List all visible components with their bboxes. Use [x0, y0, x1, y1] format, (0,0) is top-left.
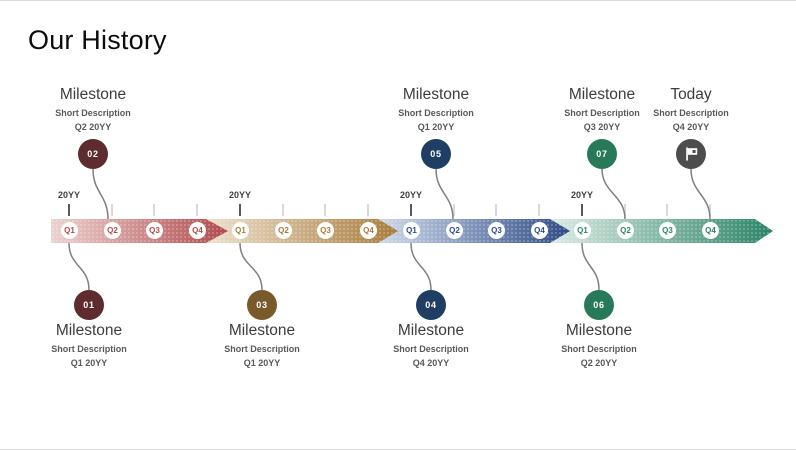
milestone-number: 01 [83, 300, 95, 310]
milestone-date[interactable]: Q1 20YY [243, 358, 281, 368]
milestone-description[interactable]: Short Description [398, 108, 474, 118]
year-label[interactable]: 20YY [570, 190, 594, 200]
quarter-tick [666, 204, 668, 216]
quarter-pill[interactable]: Q1 [574, 222, 591, 239]
quarter-pill[interactable]: Q4 [531, 222, 548, 239]
quarter-tick [324, 204, 326, 216]
milestone-date[interactable]: Q4 20YY [672, 122, 710, 132]
quarter-tick [538, 204, 540, 216]
milestone-description[interactable]: Short Description [561, 344, 637, 354]
milestone-date[interactable]: Q1 20YY [417, 122, 455, 132]
milestone-number: 05 [430, 149, 442, 159]
milestone-description[interactable]: Short Description [55, 108, 131, 118]
year-tick [68, 204, 70, 216]
quarter-tick [709, 204, 711, 216]
milestone-block-bottom-1[interactable]: Milestone Short Description Q1 20YY [14, 322, 164, 369]
connector-milestone-03 [239, 242, 263, 291]
flag-icon [686, 147, 698, 161]
quarter-tick [153, 204, 155, 216]
milestone-block-bottom-2[interactable]: Milestone Short Description Q1 20YY [187, 322, 337, 369]
milestone-circle-01[interactable]: 01 [74, 290, 104, 320]
milestone-title[interactable]: Milestone [228, 322, 296, 339]
connector-milestone-07 [601, 168, 626, 220]
quarter-pill[interactable]: Q1 [61, 222, 78, 239]
milestone-block-top-3[interactable]: Milestone Short Description Q3 20YY [527, 86, 677, 133]
connector-milestone-04 [410, 242, 432, 291]
milestone-date[interactable]: Q2 20YY [74, 122, 112, 132]
quarter-pill[interactable]: Q3 [146, 222, 163, 239]
today-circle[interactable] [676, 139, 706, 169]
milestone-description[interactable]: Short Description [51, 344, 127, 354]
milestone-block-today[interactable]: Today Short Description Q4 20YY [616, 86, 766, 133]
milestone-description[interactable]: Short Description [653, 108, 729, 118]
milestone-circle-04[interactable]: 04 [416, 290, 446, 320]
quarter-tick [111, 204, 113, 216]
milestone-date[interactable]: Q3 20YY [583, 122, 621, 132]
quarter-pill[interactable]: Q4 [360, 222, 377, 239]
milestone-number: 02 [87, 149, 99, 159]
quarter-tick [495, 204, 497, 216]
quarter-pill[interactable]: Q4 [189, 222, 206, 239]
milestone-circle-02[interactable]: 02 [78, 139, 108, 169]
quarter-pill[interactable]: Q1 [403, 222, 420, 239]
quarter-tick [624, 204, 626, 216]
milestone-block-bottom-4[interactable]: Milestone Short Description Q2 20YY [524, 322, 674, 369]
milestone-number: 07 [596, 149, 608, 159]
connector-today [690, 168, 711, 220]
milestone-number: 04 [425, 300, 437, 310]
milestone-block-top-1[interactable]: Milestone Short Description Q2 20YY [18, 86, 168, 133]
milestone-date[interactable]: Q1 20YY [70, 358, 108, 368]
milestone-description[interactable]: Short Description [393, 344, 469, 354]
year-tick [239, 204, 241, 216]
milestone-circle-05[interactable]: 05 [421, 139, 451, 169]
milestone-date[interactable]: Q4 20YY [412, 358, 450, 368]
milestone-number: 06 [593, 300, 605, 310]
year-tick [410, 204, 412, 216]
quarter-tick [367, 204, 369, 216]
quarter-pill[interactable]: Q1 [232, 222, 249, 239]
year-label[interactable]: 20YY [399, 190, 423, 200]
milestone-title[interactable]: Milestone [59, 86, 127, 103]
quarter-tick [196, 204, 198, 216]
connector-milestone-06 [581, 242, 600, 291]
connector-milestone-01 [68, 242, 90, 291]
quarter-pill[interactable]: Q2 [446, 222, 463, 239]
quarter-pill[interactable]: Q2 [617, 222, 634, 239]
milestone-title[interactable]: Milestone [55, 322, 123, 339]
year-tick [581, 204, 583, 216]
milestone-circle-06[interactable]: 06 [584, 290, 614, 320]
quarter-pill[interactable]: Q2 [275, 222, 292, 239]
year-label[interactable]: 20YY [228, 190, 252, 200]
quarter-pill[interactable]: Q3 [488, 222, 505, 239]
milestone-title[interactable]: Today [670, 86, 712, 103]
milestone-circle-07[interactable]: 07 [587, 139, 617, 169]
connector-milestone-05 [435, 168, 454, 220]
milestone-title[interactable]: Milestone [565, 322, 633, 339]
quarter-tick [282, 204, 284, 216]
milestone-number: 03 [256, 300, 268, 310]
quarter-pill[interactable]: Q4 [702, 222, 719, 239]
quarter-pill[interactable]: Q3 [659, 222, 676, 239]
milestone-date[interactable]: Q2 20YY [580, 358, 618, 368]
year-label[interactable]: 20YY [57, 190, 81, 200]
quarter-pill[interactable]: Q2 [104, 222, 121, 239]
milestone-description[interactable]: Short Description [564, 108, 640, 118]
milestone-title[interactable]: Milestone [397, 322, 465, 339]
page-title[interactable]: Our History [28, 25, 167, 55]
milestone-block-bottom-3[interactable]: Milestone Short Description Q4 20YY [356, 322, 506, 369]
milestone-circle-03[interactable]: 03 [247, 290, 277, 320]
quarter-pill[interactable]: Q3 [317, 222, 334, 239]
milestone-block-top-2[interactable]: Milestone Short Description Q1 20YY [361, 86, 511, 133]
quarter-tick [453, 204, 455, 216]
milestone-description[interactable]: Short Description [224, 344, 300, 354]
milestone-title[interactable]: Milestone [568, 86, 636, 103]
milestone-title[interactable]: Milestone [402, 86, 470, 103]
connector-milestone-02 [92, 168, 109, 220]
